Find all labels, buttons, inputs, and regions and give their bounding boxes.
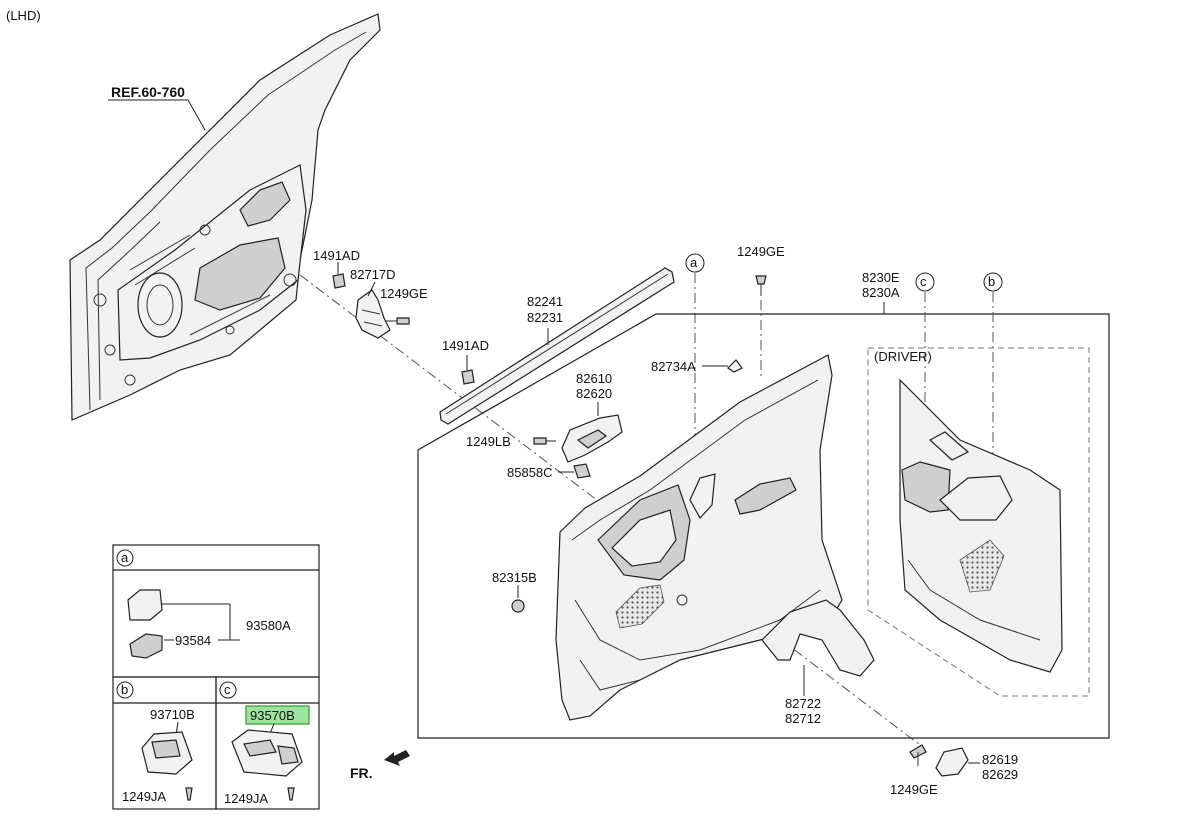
label-82712: 82712: [785, 711, 821, 726]
svg-text:b: b: [121, 682, 128, 697]
label-85858C: 85858C: [507, 465, 553, 480]
front-label: FR.: [350, 765, 373, 781]
screw-1249GE-top: 1249GE: [737, 244, 785, 380]
label-82241: 82241: [527, 294, 563, 309]
screw-1249GE-bracket: 1249GE: [380, 286, 428, 325]
label-82722: 82722: [785, 696, 821, 711]
screw-1249GE-bottom: 1249GE: [890, 744, 938, 797]
door-frame-illustration: REF.60-760: [69, 13, 381, 421]
inside-handle-82610-82620: 82610 82620: [561, 371, 623, 463]
cap-85858C: 85858C: [507, 463, 591, 480]
highlight-93570B[interactable]: [245, 705, 310, 725]
variant-label: (LHD): [6, 8, 41, 23]
label-1249LB: 1249LB: [466, 434, 511, 449]
clip-1491AD-top: 1491AD: [313, 248, 360, 289]
label-1491AD-top: 1491AD: [313, 248, 360, 263]
inset-a: a 93584 93580A: [112, 544, 320, 678]
front-direction-indicator: FR.: [350, 750, 410, 781]
label-82619: 82619: [982, 752, 1018, 767]
label-82717D: 82717D: [350, 267, 396, 282]
label-93584: 93584: [175, 633, 211, 648]
svg-text:a: a: [121, 550, 129, 565]
ref-label: REF.60-760: [111, 84, 185, 100]
label-82734A: 82734A: [651, 359, 696, 374]
label-82629: 82629: [982, 767, 1018, 782]
bracket-82717D: 82717D: [350, 267, 396, 339]
label-82315B: 82315B: [492, 570, 537, 585]
label-1249GE-top: 1249GE: [737, 244, 785, 259]
driver-label: (DRIVER): [874, 349, 932, 364]
inset-c: c 93570B 1249JA: [215, 676, 320, 810]
svg-text:c: c: [920, 274, 927, 289]
screw-1249LB: 1249LB: [466, 434, 556, 449]
label-93570B[interactable]: 93570B: [250, 708, 295, 723]
label-1249GE-bottom: 1249GE: [890, 782, 938, 797]
label-1249JA-c: 1249JA: [224, 791, 268, 806]
label-82231: 82231: [527, 310, 563, 325]
weatherstrip-82241-82231: 82241 82231: [439, 267, 675, 425]
cap-82734A: 82734A: [651, 359, 743, 374]
driver-detail-view: (DRIVER): [867, 347, 1090, 697]
label-8230A: 8230A: [862, 285, 900, 300]
svg-text:a: a: [690, 255, 698, 270]
label-93580A: 93580A: [246, 618, 291, 633]
svg-text:c: c: [224, 682, 231, 697]
door-trim-panel: [555, 354, 843, 721]
label-82610: 82610: [576, 371, 612, 386]
cover-82619-82629: 82619 82629: [935, 747, 1018, 782]
label-82620: 82620: [576, 386, 612, 401]
label-1249JA-b: 1249JA: [122, 789, 166, 804]
label-1249GE-bracket: 1249GE: [380, 286, 428, 301]
trim-panel-assembly-label: 8230E 8230A: [417, 270, 1110, 739]
label-93710B: 93710B: [150, 707, 195, 722]
clip-1491AD-mid: 1491AD: [442, 338, 489, 385]
label-8230E: 8230E: [862, 270, 900, 285]
label-1491AD-mid: 1491AD: [442, 338, 489, 353]
fastener-82315B: 82315B: [492, 570, 537, 613]
inset-b: b 93710B 1249JA: [112, 676, 217, 810]
garnish-82722-82712: 82722 82712: [761, 599, 875, 726]
svg-text:b: b: [988, 274, 995, 289]
